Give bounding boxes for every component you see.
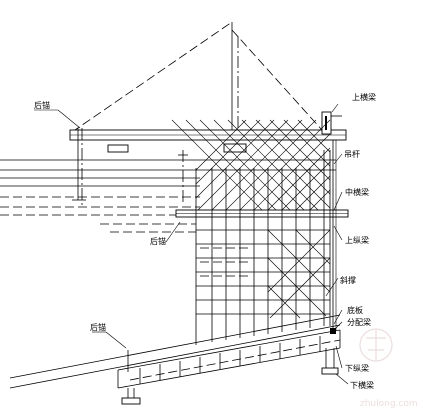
label-lower-beam: 下横梁 (350, 380, 374, 390)
leader-lines (34, 103, 349, 385)
label-base-plate: 底板 (347, 305, 363, 315)
bottom-deck (9, 314, 341, 405)
label-hanger: 吊杆 (344, 149, 360, 159)
cross-bracing (171, 119, 331, 215)
labels: 后锚 后锚 后锚 上横梁 吊杆 中横梁 上纵梁 斜撑 底板 分配梁 下纵梁 下横… (34, 92, 376, 390)
watermark: zhulong.com (359, 328, 418, 409)
middle-beam (175, 209, 349, 218)
label-anchor-top: 后锚 (34, 100, 50, 110)
label-middle-beam: 中横梁 (345, 187, 369, 197)
label-upper-beam: 上横梁 (352, 92, 376, 102)
upper-cross-beam (69, 111, 347, 153)
label-upper-longitudinal: 上纵梁 (345, 236, 369, 245)
label-lower-longitudinal: 下纵梁 (345, 364, 369, 373)
label-anchor-mid: 后锚 (150, 236, 166, 246)
label-diagonal-brace: 斜撑 (340, 275, 356, 285)
upper-truss (71, 21, 323, 133)
hanger-rod (332, 140, 337, 330)
scaffold-grid (195, 150, 331, 345)
label-anchor-bottom: 后锚 (90, 322, 106, 332)
left-anchor-posts (72, 128, 188, 205)
horizontal-lines (0, 159, 336, 233)
label-cross-beam: 分配梁 (347, 318, 371, 327)
watermark-text: zhulong.com (360, 399, 418, 409)
